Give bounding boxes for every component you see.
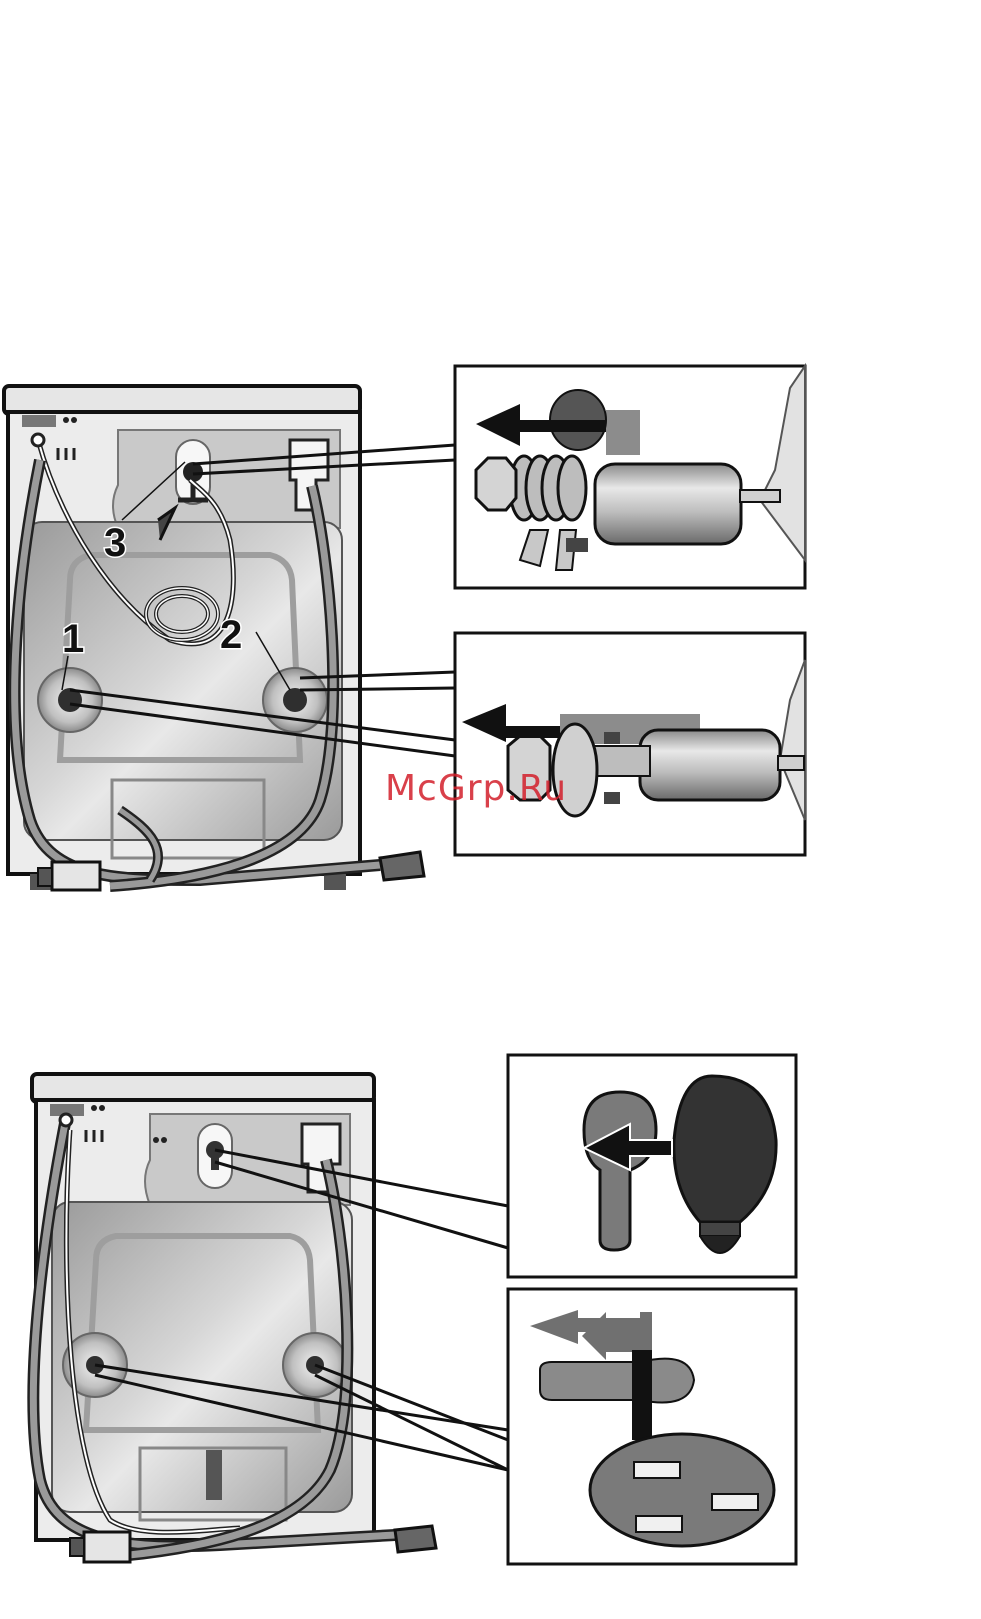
cover-cap-icon — [674, 1076, 776, 1222]
callout-label-2: 2 — [220, 613, 242, 657]
detail-top-cap-panel — [508, 1055, 796, 1277]
bolt-head-icon — [476, 458, 516, 510]
spring-icon — [510, 456, 586, 520]
watermark-text: McGrp.Ru — [385, 768, 567, 809]
callout-label-1: 1 — [62, 617, 84, 661]
detail-bolt-removal-panel — [455, 366, 805, 588]
callout-label-3: 3 — [104, 521, 126, 565]
machine-back-bottom — [32, 1074, 436, 1562]
detail-spacer-removal-panel — [455, 633, 805, 855]
detail-side-caps-panel — [508, 1289, 796, 1564]
